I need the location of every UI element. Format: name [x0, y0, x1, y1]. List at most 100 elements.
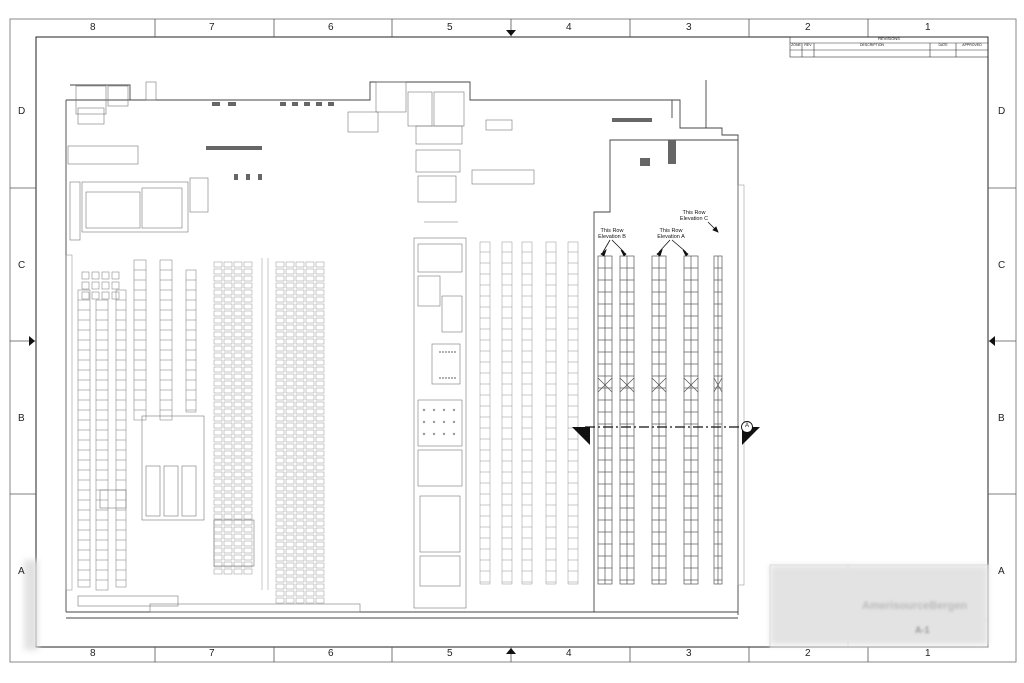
rack-cross-line	[597, 377, 613, 393]
pallet-slot	[243, 324, 253, 331]
lower-left-blocks	[77, 415, 361, 613]
pallet-slot	[223, 519, 233, 526]
revisions-title: REVISIONS	[878, 36, 900, 41]
seat	[454, 351, 456, 353]
zone-col-bottom-2: 2	[805, 648, 811, 659]
pallet-slot	[305, 338, 315, 345]
pallet-block	[81, 271, 90, 280]
pallet-slot	[233, 450, 243, 457]
pallet-slot	[285, 450, 295, 457]
pallet-slot	[305, 548, 315, 555]
pallet-slot	[223, 561, 233, 568]
seat	[422, 420, 426, 424]
pallet-slot	[223, 422, 233, 429]
pallet-slot	[243, 499, 253, 506]
pallet-slot	[305, 317, 315, 324]
pallet-slot	[213, 373, 223, 380]
office-area	[413, 221, 467, 609]
pallet-slot	[275, 541, 285, 548]
pallet-slot	[243, 268, 253, 275]
pallet-slot	[213, 408, 223, 415]
pallet-slot	[275, 296, 285, 303]
pallet-slot	[243, 443, 253, 450]
pallet-slot	[243, 526, 253, 533]
pallet-slot	[315, 352, 325, 359]
pallet-slot	[295, 527, 305, 534]
pallet-slot	[233, 408, 243, 415]
pallet-slot	[305, 569, 315, 576]
zone-col-top-3: 3	[686, 22, 692, 33]
pallet-slot	[275, 275, 285, 282]
pallet-slot	[213, 429, 223, 436]
pallet-slot	[275, 373, 285, 380]
pallet-slot	[223, 526, 233, 533]
pallet-slot	[233, 401, 243, 408]
pallet-slot	[315, 569, 325, 576]
pallet-slot	[295, 569, 305, 576]
pallet-slot	[275, 303, 285, 310]
pallet-block	[81, 281, 90, 290]
revisions-header-rev: REV	[804, 43, 812, 47]
pallet-slot	[233, 338, 243, 345]
pallet-slot	[295, 303, 305, 310]
rack-row-middle	[545, 241, 557, 585]
pallet-slot	[295, 310, 305, 317]
pallet-slot	[275, 289, 285, 296]
pallet-slot	[315, 513, 325, 520]
pallet-slot	[243, 282, 253, 289]
pallet-slot	[315, 345, 325, 352]
pallet-slot	[285, 268, 295, 275]
pallet-slot	[233, 554, 243, 561]
pallet-slot	[275, 583, 285, 590]
pallet-slot	[315, 303, 325, 310]
center-mark-right	[989, 336, 995, 346]
pallet-slot	[315, 387, 325, 394]
pallet-slot	[275, 268, 285, 275]
pallet-slot	[315, 380, 325, 387]
pallet-slot	[223, 338, 233, 345]
pallet-slot	[243, 471, 253, 478]
pallet-slot	[305, 415, 315, 422]
pallet-slot	[305, 366, 315, 373]
pallet-slot	[295, 506, 305, 513]
pallet-slot	[243, 345, 253, 352]
zone-col-bottom-8: 8	[90, 648, 96, 659]
pallet-slot	[295, 345, 305, 352]
seat	[452, 420, 456, 424]
pallet-slot	[243, 408, 253, 415]
pallet-slot	[233, 526, 243, 533]
pallet-slot	[285, 415, 295, 422]
pallet-block	[91, 271, 100, 280]
pallet-slot	[285, 548, 295, 555]
elevation-c-line2: Elevation C	[679, 215, 709, 222]
pallet-slot	[315, 583, 325, 590]
pallet-slot	[285, 303, 295, 310]
pallet-slot	[305, 289, 315, 296]
seat	[442, 432, 446, 436]
pallet-slot	[315, 275, 325, 282]
pallet-slot	[223, 554, 233, 561]
pallet-slot	[295, 282, 305, 289]
pallet-slot	[213, 464, 223, 471]
pallet-slot	[223, 436, 233, 443]
pallet-slot	[285, 506, 295, 513]
pallet-slot	[233, 345, 243, 352]
pallet-slot	[315, 471, 325, 478]
pallet-slot	[305, 394, 315, 401]
pallet-slot	[213, 324, 223, 331]
pallet-slot	[315, 450, 325, 457]
elevation-c-label: This Row Elevation C	[674, 210, 714, 223]
pallet-slot	[285, 576, 295, 583]
center-mark-top	[506, 30, 516, 36]
pallet-slot	[243, 338, 253, 345]
pallet-slot	[243, 261, 253, 268]
pallet-slot	[223, 366, 233, 373]
pallet-slot	[213, 303, 223, 310]
pallet-slot	[285, 492, 295, 499]
pallet-slot	[295, 415, 305, 422]
pallet-slot	[275, 534, 285, 541]
pallet-slot	[295, 324, 305, 331]
pallet-slot	[233, 443, 243, 450]
pallet-slot	[315, 464, 325, 471]
seat	[445, 351, 447, 353]
